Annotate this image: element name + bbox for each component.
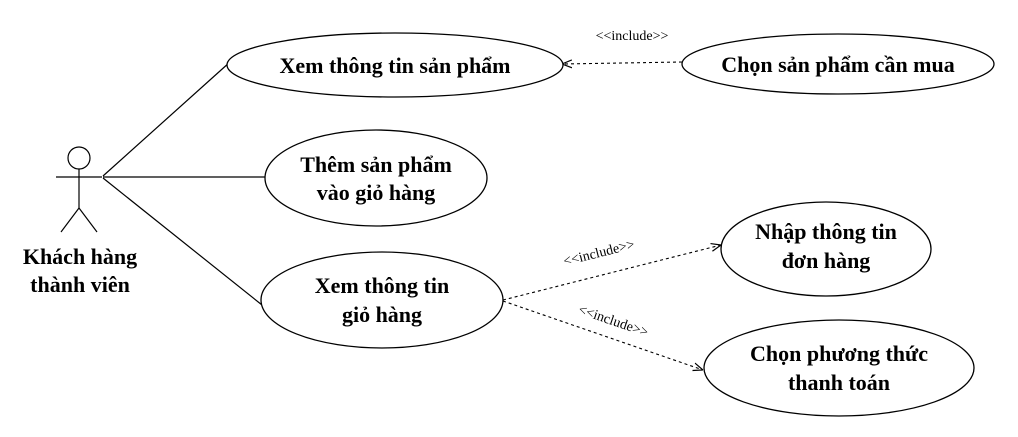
use-case-view-product-label: Xem thông tin sản phẩm — [279, 53, 510, 78]
actor-right-leg — [78, 207, 98, 233]
use-case-add-to-cart-label-1: Thêm sản phẩm — [300, 152, 452, 177]
include-arrow-select-product — [562, 62, 683, 64]
use-case-view-cart: Xem thông tin giỏ hàng — [260, 251, 504, 349]
use-case-enter-order-label-2: đơn hàng — [782, 248, 871, 273]
include-label-select-payment: <<include>> — [576, 303, 650, 341]
association-view-product — [102, 61, 231, 177]
actor-name-line1: Khách hàng — [23, 244, 137, 269]
include-arrow-enter-order — [502, 245, 721, 301]
use-case-view-cart-label-2: giỏ hàng — [342, 302, 422, 327]
actor-head — [67, 146, 91, 170]
use-case-view-cart-label-1: Xem thông tin — [315, 273, 449, 298]
include-label-enter-order: <<include>> — [562, 237, 636, 269]
use-case-enter-order: Nhập thông tin đơn hàng — [720, 201, 932, 297]
use-case-select-payment-label-2: thanh toán — [788, 370, 890, 395]
use-case-enter-order-label-1: Nhập thông tin — [755, 219, 897, 244]
use-case-add-to-cart: Thêm sản phẩm vào giỏ hàng — [264, 129, 488, 227]
use-case-view-product: Xem thông tin sản phẩm — [226, 32, 564, 98]
include-label-select-product: <<include>> — [596, 29, 669, 44]
actor-name-line2: thành viên — [30, 272, 130, 297]
association-view-cart — [102, 177, 263, 306]
actor-stick-figure — [56, 146, 102, 233]
use-case-add-to-cart-label-2: vào giỏ hàng — [317, 180, 436, 205]
use-case-select-product: Chọn sản phẩm cần mua — [681, 33, 995, 95]
use-case-select-product-label: Chọn sản phẩm cần mua — [721, 52, 955, 77]
include-arrow-select-payment — [502, 300, 703, 370]
actor-left-leg — [60, 207, 80, 233]
use-case-select-payment: Chọn phương thức thanh toán — [703, 319, 975, 417]
use-case-select-payment-label-1: Chọn phương thức — [750, 341, 928, 366]
